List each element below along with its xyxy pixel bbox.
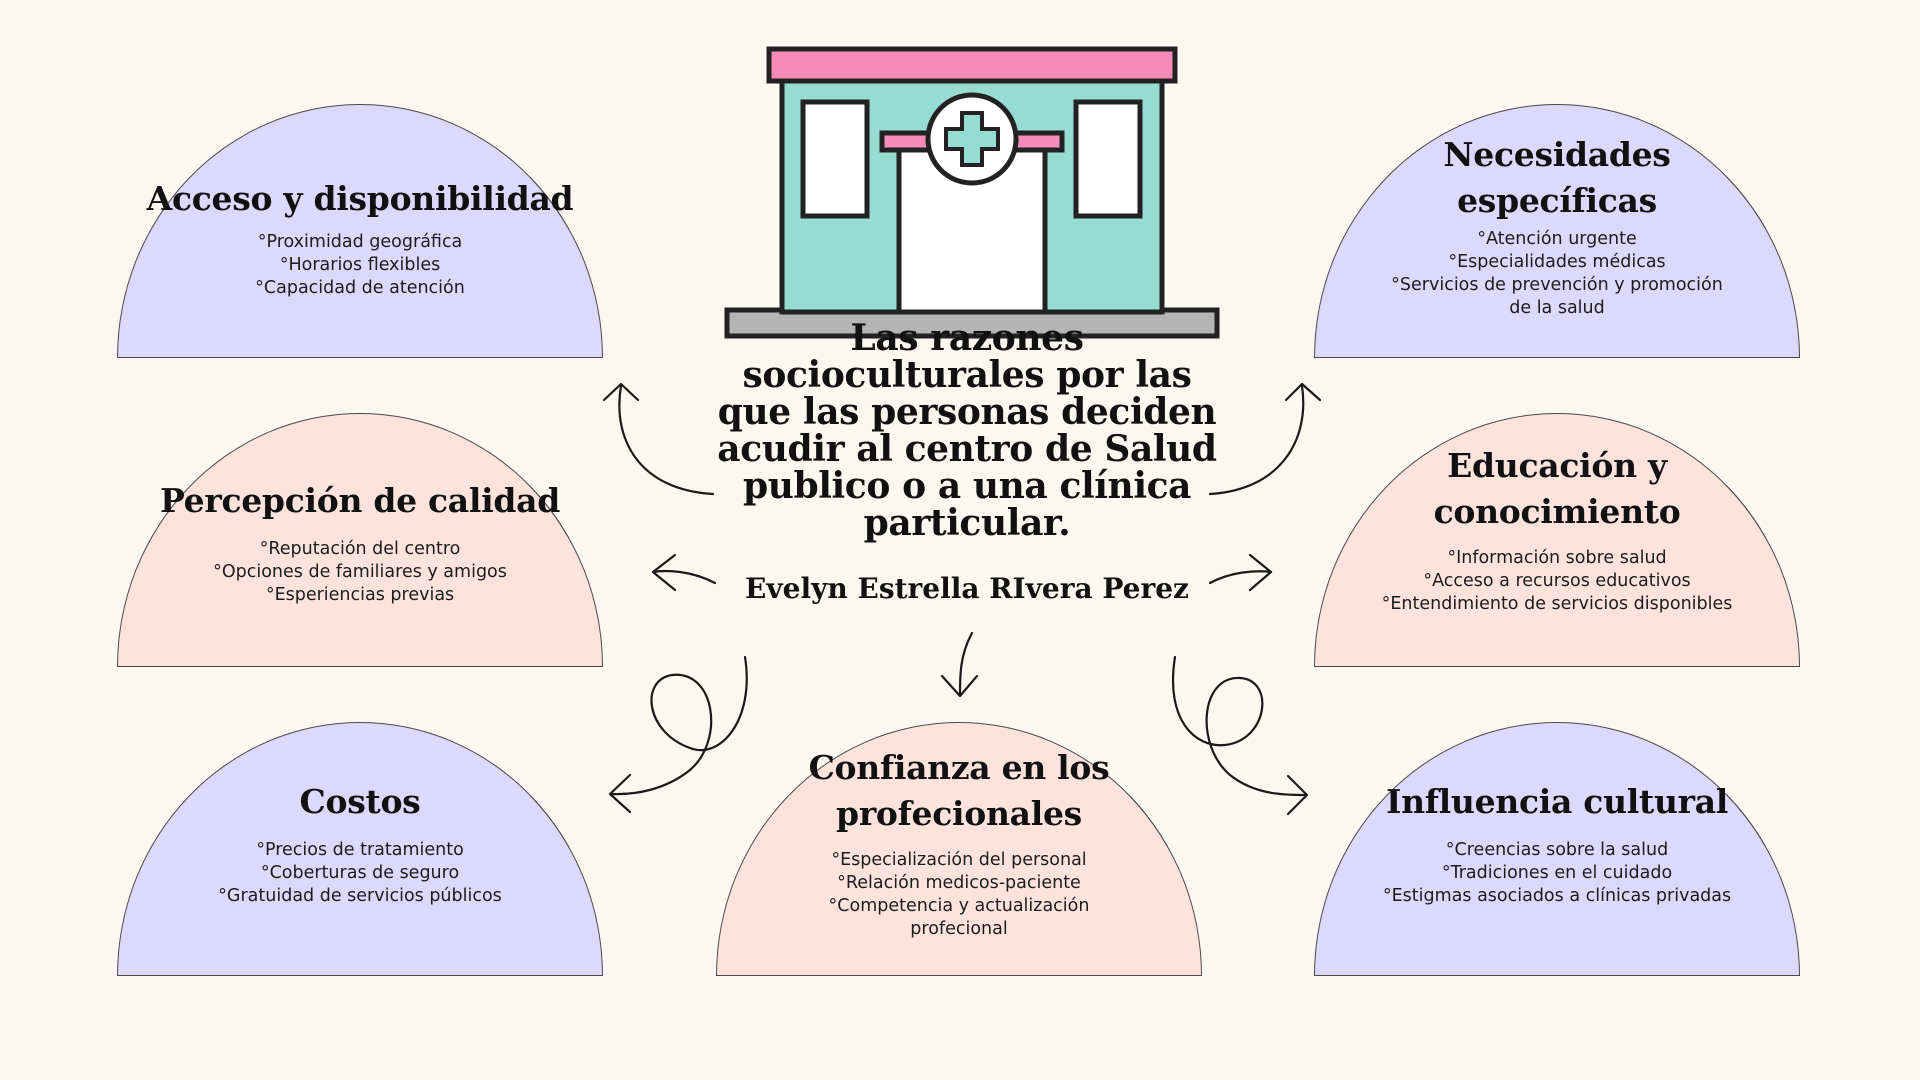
card-confianza: Confianza en los profecionales °Especial… <box>716 722 1202 976</box>
arrow-to-costos <box>609 655 748 796</box>
card-title: Costos <box>299 782 421 821</box>
list-item: °Creencias sobre la salud <box>1445 840 1669 860</box>
card-list: °Especialización del personal °Relación … <box>717 849 1201 941</box>
card-necesidades: Necesidades específicas °Atención urgent… <box>1314 104 1800 358</box>
list-item: °Relación medicos-paciente <box>837 873 1081 893</box>
list-item: de la salud <box>1509 298 1605 318</box>
list-item: °Esperiencias previas <box>265 585 455 605</box>
card-title-line2: específicas <box>1457 181 1657 220</box>
card-title: Influencia cultural <box>1385 782 1729 821</box>
arrow-to-educacion <box>1208 570 1273 585</box>
card-educacion: Educación y conocimiento °Información so… <box>1314 413 1800 667</box>
arrow-to-confianza <box>958 631 974 697</box>
list-item: °Competencia y actualización <box>828 896 1090 916</box>
list-item: °Precios de tratamiento <box>256 840 464 860</box>
main-title: Las razones socioculturales por las que … <box>717 317 1217 544</box>
list-item: °Reputación del centro <box>259 539 461 559</box>
list-item: °Atención urgente <box>1477 229 1637 249</box>
arrow-to-percepcion <box>651 569 717 585</box>
card-list: °Atención urgente °Especialidades médica… <box>1315 228 1799 320</box>
card-title-line1: Confianza en los <box>808 748 1110 787</box>
list-item: °Horarios flexibles <box>279 255 441 275</box>
card-title: Percepción de calidad <box>160 481 560 520</box>
arrow-to-acceso <box>618 384 715 496</box>
list-item: °Entendimiento de servicios disponibles <box>1381 594 1733 614</box>
list-item: profecional <box>910 919 1008 939</box>
card-title-line1: Educación y <box>1447 446 1667 485</box>
list-item: °Coberturas de seguro <box>260 863 460 883</box>
card-list: °Proximidad geográfica °Horarios flexibl… <box>118 231 602 300</box>
arrow-to-necesidades <box>1208 384 1305 496</box>
card-title-line2: conocimiento <box>1433 492 1681 531</box>
list-item: °Servicios de prevención y promoción <box>1391 275 1723 295</box>
list-item: °Capacidad de atención <box>255 278 465 298</box>
list-item: °Estigmas asociados a clínicas privadas <box>1382 886 1732 906</box>
card-list: °Información sobre salud °Acceso a recur… <box>1315 547 1799 616</box>
card-list: °Creencias sobre la salud °Tradiciones e… <box>1315 839 1799 908</box>
arrow-to-influencia <box>1172 655 1308 797</box>
author-name: Evelyn Estrella RIvera Perez <box>745 572 1189 605</box>
list-item: °Proximidad geográfica <box>257 232 463 252</box>
list-item: °Tradiciones en el cuidado <box>1441 863 1673 883</box>
card-title-line2: profecionales <box>836 794 1082 833</box>
list-item: °Gratuidad de servicios públicos <box>218 886 502 906</box>
card-list: °Precios de tratamiento °Coberturas de s… <box>118 839 602 908</box>
list-item: °Especialización del personal <box>831 850 1087 870</box>
list-item: °Información sobre salud <box>1447 548 1667 568</box>
list-item: °Acceso a recursos educativos <box>1423 571 1691 591</box>
list-item: °Opciones de familiares y amigos <box>213 562 507 582</box>
list-item: °Especialidades médicas <box>1448 252 1666 272</box>
card-list: °Reputación del centro °Opciones de fami… <box>118 538 602 607</box>
card-title-line1: Necesidades <box>1443 135 1671 174</box>
card-title: Acceso y disponibilidad <box>146 179 574 218</box>
